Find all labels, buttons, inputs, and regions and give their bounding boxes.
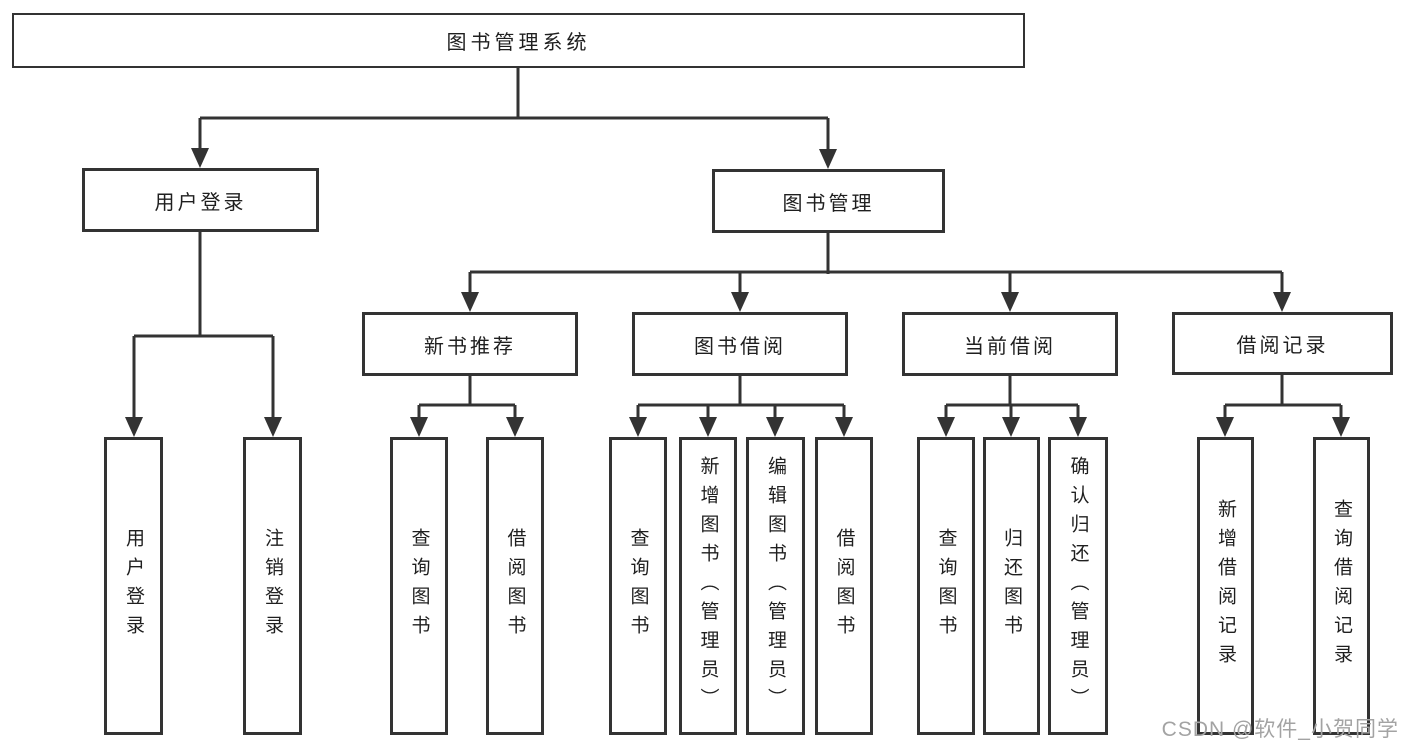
connector-arrowheads — [125, 148, 1350, 437]
leaf-current-return: 归还图书 — [983, 437, 1040, 735]
node-current-borrowing: 当前借阅 — [902, 312, 1118, 376]
node-book-management: 图书管理 — [712, 169, 945, 233]
csdn-watermark: CSDN @软件_小贺同学 — [1161, 718, 1399, 741]
leaf-newbooks-query: 查询图书 — [390, 437, 448, 735]
leaf-borrowing-query: 查询图书 — [609, 437, 667, 735]
node-new-book-recommend: 新书推荐 — [362, 312, 578, 376]
node-book-borrowing: 图书借阅 — [632, 312, 848, 376]
leaf-logout: 注销登录 — [243, 437, 302, 735]
connector-lines — [132, 68, 1343, 419]
leaf-newbooks-borrow: 借阅图书 — [486, 437, 544, 735]
leaf-records-add: 新增借阅记录 — [1197, 437, 1254, 735]
node-borrowing-records: 借阅记录 — [1172, 312, 1393, 375]
node-user-login: 用户登录 — [82, 168, 319, 232]
leaf-records-query: 查询借阅记录 — [1313, 437, 1370, 735]
leaf-borrowing-edit-admin: 编辑图书（管理员） — [746, 437, 805, 735]
leaf-current-query: 查询图书 — [917, 437, 975, 735]
leaf-borrowing-add-admin: 新增图书（管理员） — [679, 437, 737, 735]
leaf-borrowing-borrow: 借阅图书 — [815, 437, 873, 735]
leaf-user-login: 用户登录 — [104, 437, 163, 735]
node-root: 图书管理系统 — [12, 13, 1025, 68]
leaf-current-confirm-admin: 确认归还（管理员） — [1048, 437, 1108, 735]
